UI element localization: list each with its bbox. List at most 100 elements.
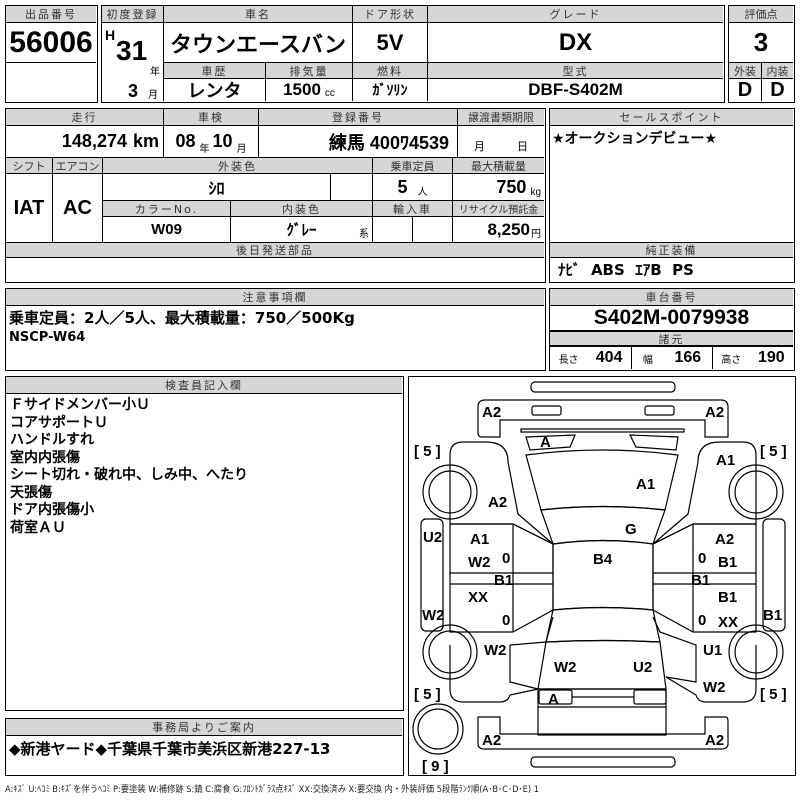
model-code: DBF-S402M: [528, 80, 623, 99]
equipment: ﾅﾋﾞ ABS ｴｱB PS: [558, 261, 694, 279]
year-unit: 年: [199, 144, 210, 155]
grade-label: グレード: [428, 6, 723, 23]
first-reg-label: 初度登録: [102, 6, 164, 23]
door-label: ドア形状: [353, 6, 428, 23]
office-notice: ◆新港ヤード◆千葉県千葉市美浜区新港227-13: [9, 740, 331, 758]
month-unit: 月: [474, 140, 485, 153]
kg-unit: kg: [530, 187, 541, 198]
length-value: 404: [595, 349, 623, 366]
front-bumper-bar: [530, 381, 676, 393]
office-label: 事務局よりご案内: [6, 719, 402, 736]
int-color-label: 内装色: [231, 201, 373, 217]
inspection-year: 08: [175, 131, 196, 151]
height-label: 高さ: [721, 354, 742, 366]
color-no-label: カラーNo.: [103, 201, 231, 217]
inspector-line: 荷室ＡＵ: [10, 519, 66, 536]
yen-unit: 円: [531, 229, 541, 240]
hood: [525, 449, 679, 511]
sales-point-label: セールスポイント: [550, 109, 793, 126]
lot-number: 56006: [6, 23, 96, 63]
history: レンタ: [164, 79, 266, 101]
lot-label: 出品番号: [6, 6, 96, 23]
score-box: 評価点 3 外装 内装 D D: [728, 5, 795, 103]
note-line: NSCP-W64: [9, 330, 86, 345]
ext-color: ｼﾛ: [103, 174, 331, 201]
left-step: [420, 518, 444, 632]
damage-mark: W2: [554, 659, 577, 676]
inspector-line: 天張傷: [10, 484, 52, 501]
damage-mark: B4: [593, 551, 613, 568]
month-unit: 月: [148, 90, 158, 101]
shift: IAT: [6, 174, 53, 243]
windshield: [540, 505, 666, 545]
score-label: 評価点: [729, 6, 793, 23]
svg-text:0: 0: [502, 550, 510, 567]
damage-mark: A2: [488, 494, 507, 511]
damage-mark: U2: [423, 529, 442, 546]
max-load-label: 最大積載量: [453, 158, 544, 174]
damage-mark: U2: [633, 659, 652, 676]
height-value: 190: [757, 349, 785, 366]
left-doors: [449, 523, 554, 633]
rear-light-right: [633, 689, 667, 705]
damage-mark: [ 5 ]: [414, 443, 441, 460]
damage-mark: B1: [494, 572, 513, 589]
damage-mark: B1: [718, 589, 737, 606]
damage-mark: XX: [468, 589, 488, 606]
damage-mark: G: [625, 521, 637, 538]
shift-label: シフト: [6, 158, 53, 174]
int-color-value: ｸﾞﾚｰ: [286, 222, 317, 239]
car-name-label: 車名: [164, 6, 353, 23]
km-unit: km: [132, 131, 159, 151]
first-reg: H 31 年 3 月: [102, 23, 164, 101]
damage-mark: W2: [484, 642, 507, 659]
front-bumper: [477, 399, 729, 438]
int-score: D: [770, 79, 785, 101]
plate-label: 登録番号: [259, 109, 458, 126]
damage-mark: XX: [718, 614, 738, 631]
damage-mark: W2: [422, 607, 445, 624]
damage-mark: U1: [703, 642, 722, 659]
specs-label: 諸元: [550, 331, 793, 346]
damage-mark: A2: [705, 404, 724, 421]
chassis-number: S402M-0079938: [550, 306, 793, 331]
model-label: 型式: [428, 63, 723, 79]
front-light-left: [531, 405, 562, 416]
notes-box: 注意事項欄 乗車定員：2人／5人、最大積載量：750／500Kg NSCP-W6…: [5, 288, 546, 371]
damage-mark: A1: [716, 452, 735, 469]
inspector-line: シート切れ・破れ中、しみ中、へたり: [10, 467, 248, 483]
length: 長さ 404: [550, 346, 632, 369]
later-parts-label: 後日発送部品: [6, 243, 544, 258]
inspection-label: 車検: [164, 109, 259, 126]
day-unit: 日: [517, 140, 528, 153]
ac-label: エアコン: [53, 158, 103, 174]
width-value: 166: [674, 349, 702, 366]
hood-front: [520, 428, 685, 451]
damage-mark: A: [540, 434, 551, 451]
svg-text:0: 0: [698, 612, 706, 629]
damage-mark: [ 5 ]: [414, 686, 441, 703]
svg-text:0: 0: [502, 612, 510, 629]
chassis-label: 車台番号: [550, 289, 793, 306]
ext-score: D: [729, 79, 762, 101]
int-color: ｸﾞﾚｰ系: [231, 217, 373, 243]
import-cell: [373, 217, 413, 243]
transfer-label: 譲渡書類期限: [458, 109, 544, 126]
recycle-value: 8,250: [487, 219, 530, 239]
length-label: 長さ: [558, 354, 579, 366]
rear-glass: [545, 606, 661, 643]
inspector-line: ドア内張傷小: [10, 502, 94, 518]
grade: DX: [428, 23, 723, 63]
rear-bumper: [477, 716, 729, 750]
era: H: [105, 27, 116, 43]
